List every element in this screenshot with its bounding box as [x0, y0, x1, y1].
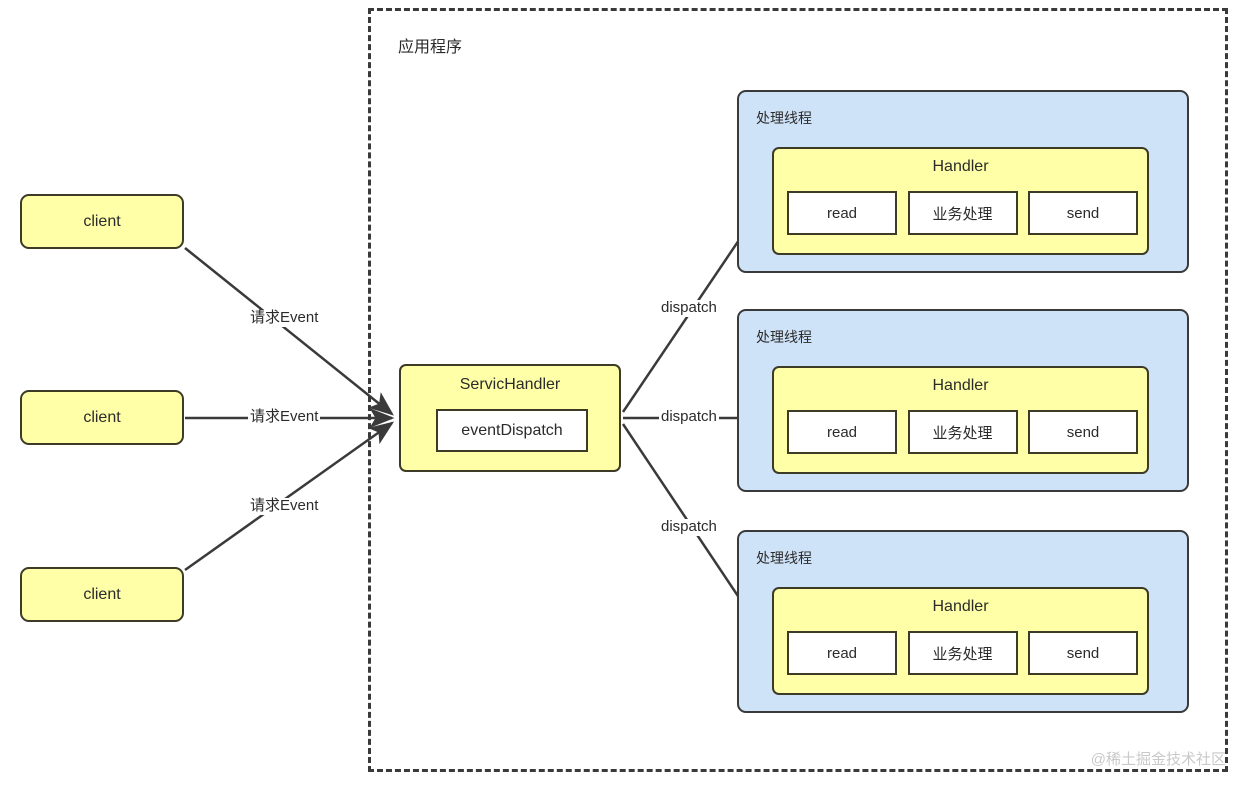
cell-label: 业务处理	[932, 205, 993, 223]
edge-label-request-1: 请求Event	[248, 309, 321, 327]
handler-cells: read 业务处理 send	[787, 410, 1138, 454]
handler-cells: read 业务处理 send	[787, 631, 1138, 675]
cell-label: 业务处理	[932, 645, 993, 663]
cell-label: send	[1066, 644, 1100, 662]
event-dispatch-box[interactable]: eventDispatch	[436, 409, 588, 452]
handler-title: Handler	[932, 598, 989, 615]
handler-title: Handler	[932, 377, 989, 394]
thread-box-2[interactable]: 处理线程 Handler read 业务处理 send	[737, 309, 1189, 492]
handler-cell-read[interactable]: read	[787, 631, 897, 675]
cell-label: send	[1066, 423, 1100, 441]
handler-title: Handler	[932, 158, 989, 175]
handler-cell-send[interactable]: send	[1028, 631, 1138, 675]
thread-box-3[interactable]: 处理线程 Handler read 业务处理 send	[737, 530, 1189, 713]
edge-label-request-2: 请求Event	[248, 408, 321, 426]
client-box-2[interactable]: client	[20, 390, 184, 445]
handler-cell-send[interactable]: send	[1028, 191, 1138, 235]
handler-cell-read[interactable]: read	[787, 410, 897, 454]
servichandler-title: ServicHandler	[459, 376, 561, 393]
thread-label: 处理线程	[756, 550, 812, 566]
handler-cell-send[interactable]: send	[1028, 410, 1138, 454]
edge-label-dispatch-3: dispatch	[659, 518, 719, 536]
servichandler-box[interactable]: ServicHandler eventDispatch	[399, 364, 621, 472]
application-container-label: 应用程序	[398, 39, 463, 56]
client-box-3[interactable]: client	[20, 567, 184, 622]
edge-label-dispatch-2: dispatch	[659, 408, 719, 426]
cell-label: 业务处理	[932, 424, 993, 442]
handler-cell-read[interactable]: read	[787, 191, 897, 235]
thread-label: 处理线程	[756, 110, 812, 126]
event-dispatch-label: eventDispatch	[461, 421, 563, 439]
cell-label: read	[826, 204, 858, 222]
handler-box[interactable]: Handler read 业务处理 send	[772, 587, 1149, 695]
client-box-1[interactable]: client	[20, 194, 184, 249]
cell-label: read	[826, 644, 858, 662]
cell-label: read	[826, 423, 858, 441]
client-label: client	[83, 212, 121, 230]
client-label: client	[83, 408, 121, 426]
edge-client1-to-servichandler	[184, 247, 394, 416]
handler-cell-business[interactable]: 业务处理	[907, 191, 1018, 235]
client-label: client	[83, 585, 121, 603]
handler-box[interactable]: Handler read 业务处理 send	[772, 147, 1149, 255]
thread-box-1[interactable]: 处理线程 Handler read 业务处理 send	[737, 90, 1189, 273]
handler-box[interactable]: Handler read 业务处理 send	[772, 366, 1149, 474]
watermark: @稀土掘金技术社区	[1090, 751, 1226, 768]
edge-label-dispatch-1: dispatch	[659, 299, 719, 317]
handler-cell-business[interactable]: 业务处理	[907, 410, 1018, 454]
handler-cells: read 业务处理 send	[787, 191, 1138, 235]
handler-cell-business[interactable]: 业务处理	[907, 631, 1018, 675]
edge-label-request-3: 请求Event	[248, 497, 321, 515]
thread-label: 处理线程	[756, 329, 812, 345]
cell-label: send	[1066, 204, 1100, 222]
